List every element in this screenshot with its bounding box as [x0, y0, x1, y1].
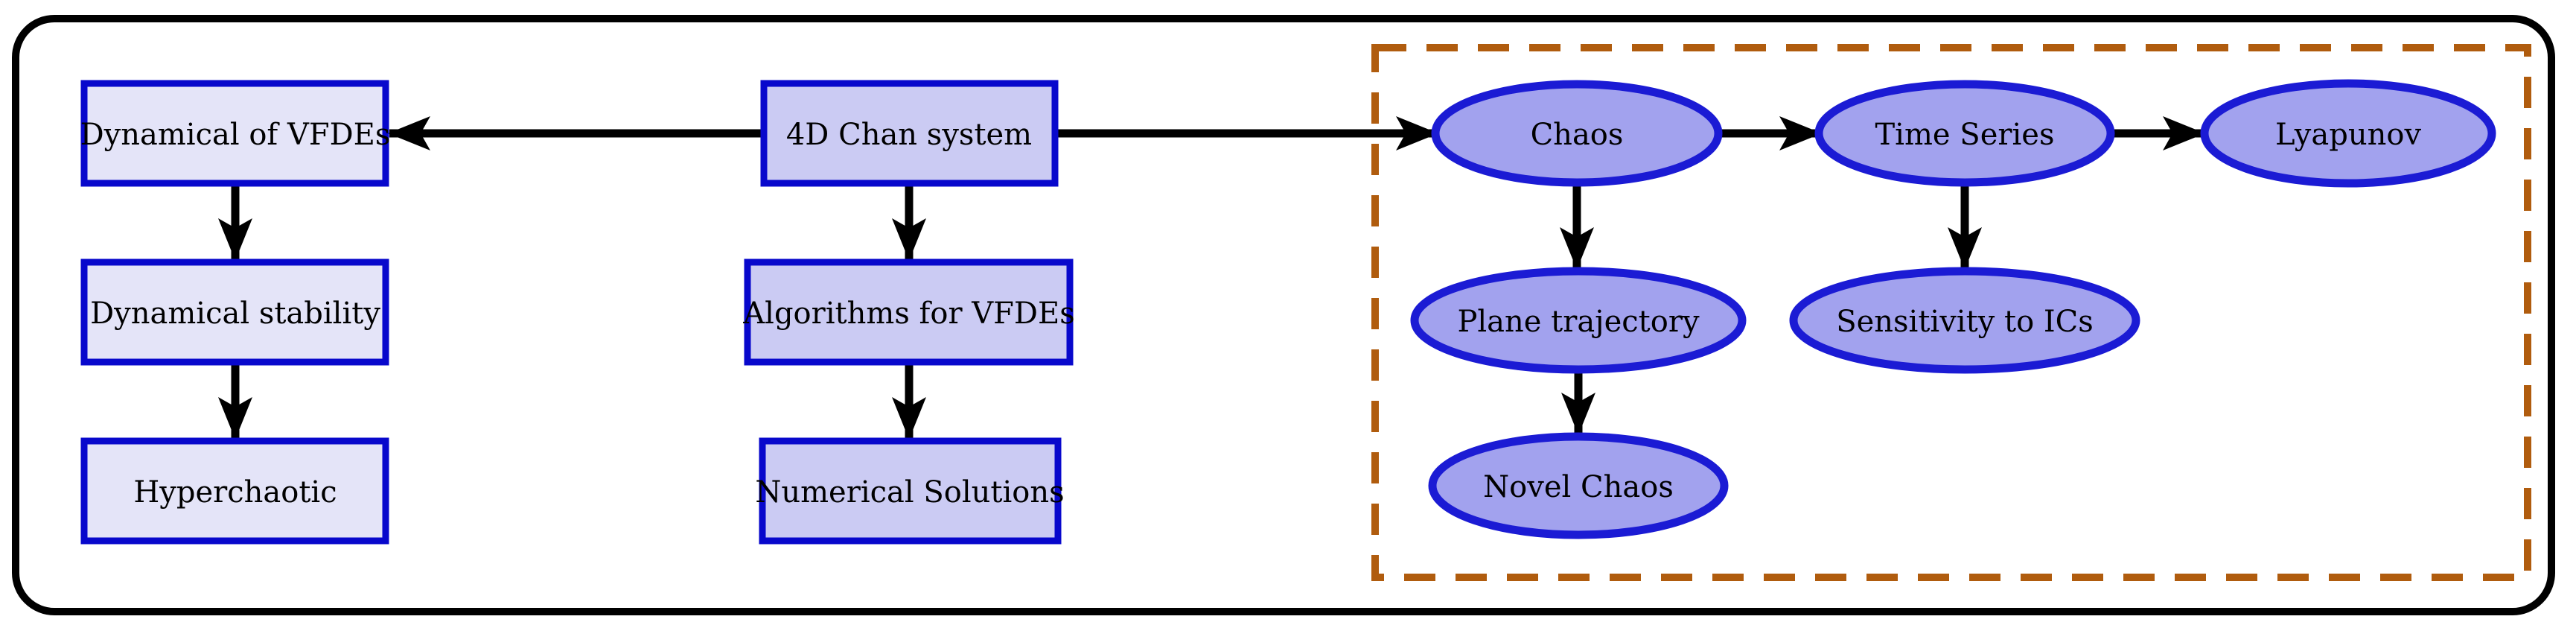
node-numerical-solutions-label: Numerical Solutions	[755, 475, 1064, 510]
node-numerical-solutions: Numerical Solutions	[755, 437, 1065, 545]
node-algorithms-for-vfdes: Algorithms for VFDEs	[742, 259, 1075, 366]
node-chaos-label: Chaos	[1531, 118, 1624, 152]
node-chan-system: 4D Chan system	[760, 80, 1059, 187]
node-time-series-ellipse	[1814, 80, 2115, 187]
node-sensitivity-to-ics-ellipse	[1789, 267, 2140, 374]
node-lyapunov: Lyapunov	[2200, 79, 2496, 188]
node-lyapunov-label: Lyapunov	[2275, 118, 2422, 152]
node-novel-chaos-ellipse	[1428, 432, 1729, 539]
node-time-series: Time Series	[1814, 80, 2115, 187]
node-hyperchaotic-label: Hyperchaotic	[133, 475, 337, 510]
node-sensitivity-to-ics: Sensitivity to ICs	[1789, 267, 2140, 374]
node-dynamical-stability-box	[80, 259, 389, 366]
node-novel-chaos-label: Novel Chaos	[1483, 470, 1674, 504]
node-plane-trajectory: Plane trajectory	[1410, 267, 1747, 374]
node-chan-system-label: 4D Chan system	[786, 118, 1032, 152]
analysis-group-dashed-border	[1371, 44, 2531, 581]
node-time-series-label: Time Series	[1875, 118, 2055, 152]
node-hyperchaotic-box	[80, 437, 389, 545]
node-chan-system-box	[760, 80, 1059, 187]
node-dynamical-of-vfdes-box	[80, 80, 389, 187]
node-dynamical-stability-label: Dynamical stability	[90, 296, 380, 331]
node-chaos-ellipse	[1431, 80, 1723, 187]
node-plane-trajectory-label: Plane trajectory	[1457, 305, 1700, 339]
edges-layer	[218, 116, 2205, 440]
node-lyapunov-ellipse	[2200, 79, 2496, 188]
node-hyperchaotic: Hyperchaotic	[80, 437, 389, 545]
node-sensitivity-to-ics-label: Sensitivity to ICs	[1836, 305, 2094, 339]
node-chaos: Chaos	[1431, 80, 1723, 187]
node-dynamical-stability: Dynamical stability	[80, 259, 389, 366]
node-dynamical-of-vfdes: Dynamical of VFDEs	[80, 80, 391, 187]
node-dynamical-of-vfdes-label: Dynamical of VFDEs	[80, 118, 391, 152]
node-plane-trajectory-ellipse	[1410, 267, 1747, 374]
node-novel-chaos: Novel Chaos	[1428, 432, 1729, 539]
nodes-layer: Dynamical of VFDEs Dynamical stability H…	[80, 79, 2496, 545]
node-numerical-solutions-box	[759, 437, 1062, 545]
node-algorithms-for-vfdes-box	[744, 259, 1074, 366]
outer-border-frame	[12, 15, 2555, 615]
node-algorithms-for-vfdes-label: Algorithms for VFDEs	[742, 296, 1074, 331]
